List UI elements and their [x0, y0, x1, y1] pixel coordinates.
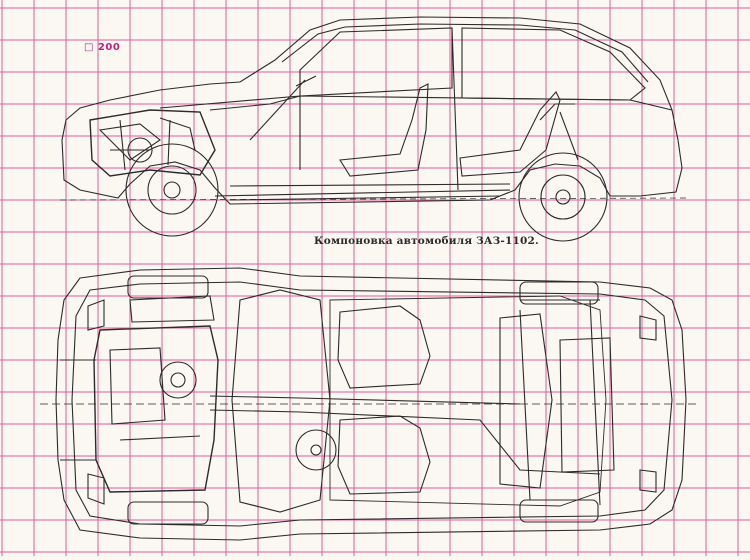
side-sill-line: [229, 183, 511, 187]
top-rear-light-right: [639, 469, 657, 493]
side-body-outline: [61, 16, 683, 205]
top-front-wheel-right: [127, 501, 209, 525]
top-rear-axle: [519, 299, 601, 506]
top-engine-detail: [60, 295, 215, 461]
top-headlight-right: [87, 473, 105, 505]
side-front-wheel-hub: [163, 181, 181, 199]
side-steering-column: [249, 75, 317, 141]
top-headlight-left: [87, 299, 105, 331]
side-dashboard: [209, 95, 301, 111]
side-rear-wheel-hub: [555, 189, 571, 205]
top-rear-seat: [499, 313, 553, 489]
side-front-wheel: [125, 143, 219, 237]
top-fuel-tank: [559, 337, 615, 473]
side-engine-detail: [98, 117, 196, 171]
top-roof: [329, 295, 607, 507]
side-window-front: [299, 27, 453, 97]
top-steering-wheel: [295, 429, 337, 471]
side-door-line: [299, 27, 459, 191]
top-windshield: [231, 289, 331, 513]
side-rear-wheel-rim: [540, 174, 586, 220]
side-rear-seat: [459, 91, 561, 177]
top-body-outline: [55, 267, 687, 541]
top-rear-wheel-left: [519, 281, 599, 305]
scale-label: □ 200: [84, 42, 121, 53]
side-center-line: [59, 197, 691, 201]
top-engine-pulley-inner: [170, 372, 186, 388]
side-rear-suspension: [539, 103, 579, 161]
top-view: [40, 267, 700, 541]
top-steering-hub: [310, 444, 322, 456]
side-roof-inner: [281, 23, 649, 83]
top-exhaust: [209, 409, 601, 475]
side-rear-wheel: [518, 152, 608, 242]
side-engine-block: [89, 109, 216, 177]
drawing-caption: Компоновка автомобиля ЗАЗ-1102.: [314, 235, 539, 247]
top-front-seat-right: [337, 415, 431, 495]
top-front-seat-left: [337, 305, 431, 389]
top-rear-wheel-right: [519, 499, 599, 523]
side-view: [59, 16, 691, 242]
top-rear-light-left: [639, 315, 657, 341]
top-drive-line: [209, 395, 521, 405]
side-belt-line: [159, 95, 673, 111]
top-engine-pulley: [159, 361, 197, 399]
top-body-inner: [71, 281, 673, 527]
top-front-wheel-left: [127, 275, 209, 299]
side-front-seat: [339, 83, 429, 177]
side-engine-pulley: [127, 137, 153, 163]
side-front-wheel-rim: [147, 165, 197, 215]
side-window-rear: [461, 27, 646, 101]
top-engine-block: [93, 325, 219, 493]
